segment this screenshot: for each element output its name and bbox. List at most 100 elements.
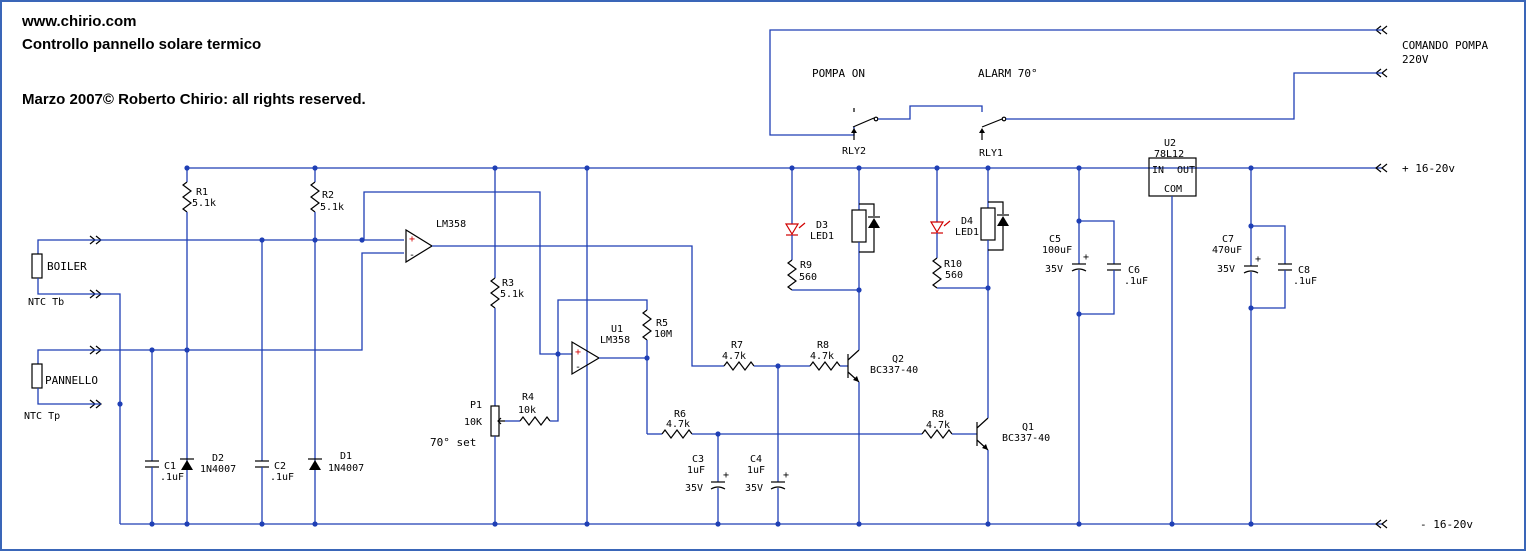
q1-transistor (976, 289, 989, 524)
r10-val-label: 560 (945, 270, 963, 281)
c2-val-label: .1uF (270, 472, 294, 483)
terminal-arrows (89, 25, 1388, 529)
d2-label: D2 (212, 453, 224, 464)
p1-val-label: 10K (464, 417, 482, 428)
c7-v-label: 35V (1217, 264, 1235, 275)
c1-val-label: .1uF (160, 472, 184, 483)
c5-val-label: 100uF (1042, 245, 1072, 256)
r2-val-label: 5.1k (320, 202, 344, 213)
r8b-label: R8 (932, 409, 944, 420)
site-url: www.chirio.com (22, 13, 137, 30)
c5-v-label: 35V (1045, 264, 1063, 275)
r6-resistor (661, 429, 922, 439)
svg-text:+: + (575, 347, 581, 358)
q1-val-label: BC337-40 (1002, 433, 1050, 444)
ntc-panel-sensor (31, 349, 101, 405)
d4-label: D4 (961, 216, 973, 227)
r8b-val-label: 4.7k (926, 420, 950, 431)
polarity-plus-sign: + (783, 470, 789, 481)
q2-transistor (847, 292, 860, 524)
c8-label: C8 (1298, 265, 1310, 276)
c8-capacitor (1251, 225, 1292, 309)
d3-label: D3 (816, 220, 828, 231)
u1-val-label: LM358 (600, 335, 630, 346)
pannello-label: PANNELLO (45, 374, 98, 387)
ntc-tp-label: NTC Tp (24, 411, 60, 422)
r5-val-label: 10M (654, 329, 672, 340)
c4-capacitor (770, 366, 786, 524)
ntc-tb-label: NTC Tb (28, 297, 64, 308)
rly1-label: RLY1 (979, 148, 1003, 159)
c4-label: C4 (750, 454, 762, 465)
q2-val-label: BC337-40 (870, 365, 918, 376)
c6-val-label: .1uF (1124, 276, 1148, 287)
r9-label: R9 (800, 260, 812, 271)
u2-out-label: OUT (1177, 165, 1195, 176)
r3-resistor (490, 168, 500, 406)
r7-val-label: 4.7k (722, 351, 746, 362)
r1-val-label: 5.1k (192, 198, 216, 209)
r5-label: R5 (656, 318, 668, 329)
u1-opamp: + - (557, 168, 648, 524)
polarity-plus-sign: + (723, 470, 729, 481)
lm358-label: LM358 (436, 219, 466, 230)
pos-supply-label: + 16-20v (1402, 162, 1455, 175)
p1-label: P1 (470, 400, 482, 411)
relay-contacts (769, 29, 1382, 140)
u2-com-label: COM (1164, 184, 1182, 195)
d1-label: D1 (340, 451, 352, 462)
c1-capacitor (145, 350, 159, 524)
r1-label: R1 (196, 187, 208, 198)
u2-val-label: 78L12 (1154, 149, 1184, 160)
c3-v-label: 35V (685, 483, 703, 494)
boiler-label: BOILER (47, 260, 87, 273)
r7-label: R7 (731, 340, 743, 351)
d2-val-label: 1N4007 (200, 464, 236, 475)
neg-supply-label: - 16-20v (1420, 518, 1473, 531)
rly2-label: RLY2 (842, 146, 866, 157)
q2-label: Q2 (892, 354, 904, 365)
rly1-coil (980, 168, 1009, 288)
voltage-220-label: 220V (1402, 53, 1429, 66)
c1-label: C1 (164, 461, 176, 472)
r3-val-label: 5.1k (500, 289, 524, 300)
schematic-labels: COMANDO POMPA 220V + 16-20v - 16-20v POM… (24, 39, 1488, 531)
p1-note-label: 70° set (430, 436, 476, 449)
u2-regulator (1148, 157, 1197, 524)
r4-val-label: 10k (518, 405, 536, 416)
svg-text:-: - (575, 362, 581, 373)
r10-resistor (932, 257, 988, 289)
c7-val-label: 470uF (1212, 245, 1242, 256)
c5-label: C5 (1049, 234, 1061, 245)
d4-led (929, 168, 951, 258)
r2-label: R2 (322, 190, 334, 201)
diagram-title: Controllo pannello solare termico (22, 36, 262, 53)
polarity-plus-sign: + (1255, 254, 1261, 265)
c6-label: C6 (1128, 265, 1140, 276)
c2-capacitor (255, 240, 269, 524)
rly2-coil (851, 168, 880, 290)
c4-val-label: 1uF (747, 465, 765, 476)
d2-diode (180, 458, 194, 470)
c8-val-label: .1uF (1293, 276, 1317, 287)
pompa-on-label: POMPA ON (812, 67, 865, 80)
r4-resistor (519, 354, 559, 426)
d3-led (784, 168, 806, 260)
r10-label: R10 (944, 259, 962, 270)
r7-resistor (723, 361, 810, 371)
u2-in-label: IN (1152, 165, 1164, 176)
r1-resistor (182, 168, 192, 524)
r3-label: R3 (502, 278, 514, 289)
c7-capacitor (1243, 168, 1259, 524)
lm358-comparator: + - (405, 228, 724, 367)
c3-capacitor (710, 434, 726, 524)
copyright-notice: Marzo 2007© Roberto Chirio: all rights r… (22, 91, 366, 108)
c7-label: C7 (1222, 234, 1234, 245)
d1-diode (308, 458, 322, 470)
u2-label: U2 (1164, 138, 1176, 149)
c6-capacitor (1079, 220, 1121, 315)
c3-val-label: 1uF (687, 465, 705, 476)
r4-label: R4 (522, 392, 534, 403)
svg-text:-: - (409, 250, 415, 261)
svg-text:+: + (409, 234, 415, 245)
